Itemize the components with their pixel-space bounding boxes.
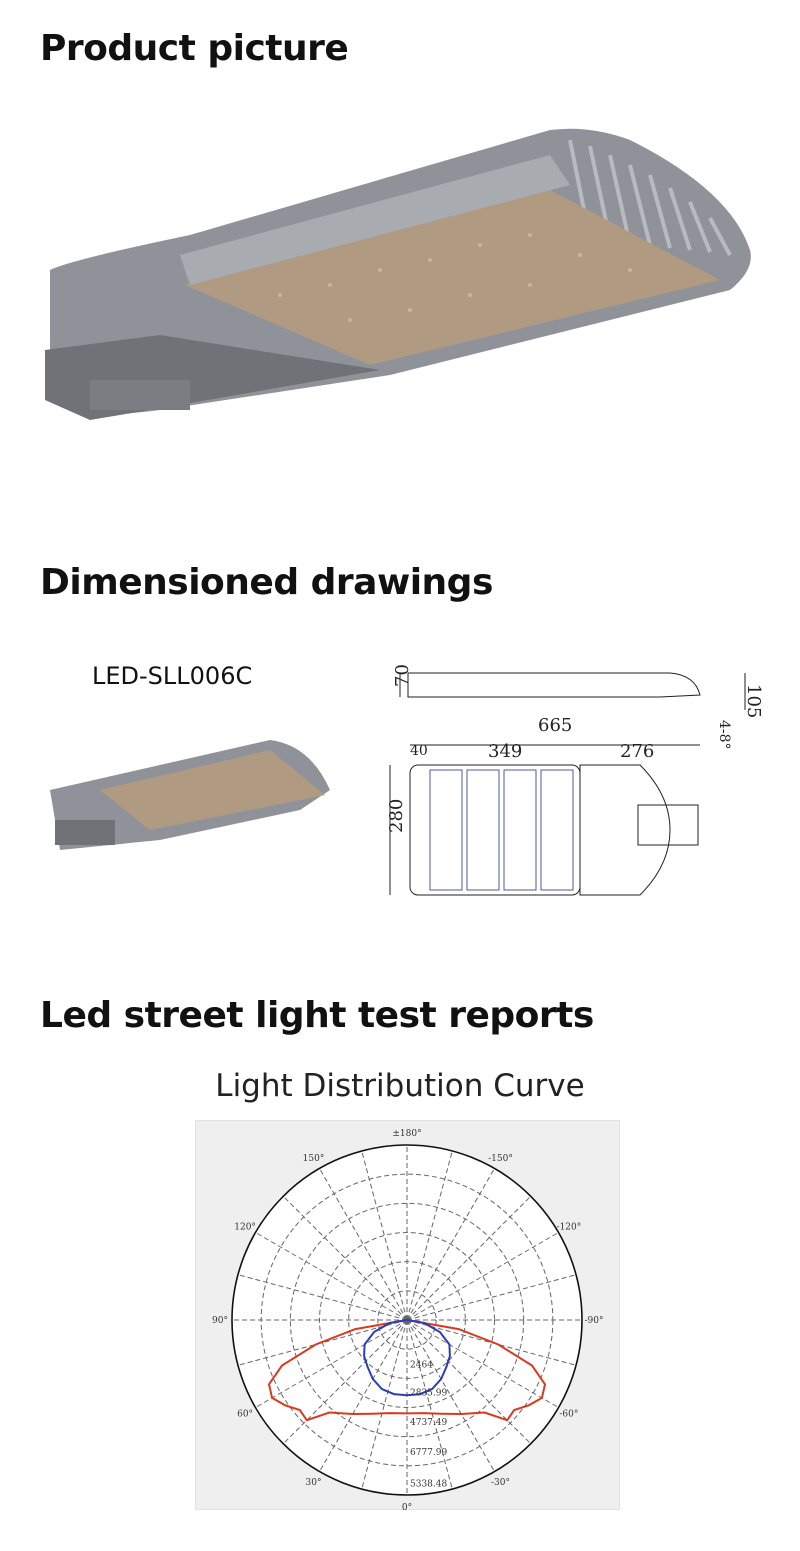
dim-bolt-angle: 4-8° bbox=[716, 720, 732, 750]
dim-width: 280 bbox=[386, 799, 407, 833]
grid-spoke bbox=[406, 1168, 495, 1321]
radial-label: 5338.48 bbox=[410, 1479, 447, 1489]
grid-spoke bbox=[237, 1274, 408, 1321]
grid-spoke bbox=[361, 1319, 408, 1490]
dim-height-side: 70 bbox=[392, 665, 413, 687]
grid-spoke bbox=[255, 1232, 408, 1321]
grid-spoke bbox=[406, 1319, 532, 1445]
dim-height-bracket: 105 bbox=[743, 684, 764, 718]
angle-label: 60° bbox=[237, 1410, 253, 1420]
grid-spoke bbox=[319, 1319, 408, 1472]
drawings-heading: Dimensioned drawings bbox=[40, 562, 493, 603]
series-curve-0 bbox=[267, 1319, 547, 1422]
radial-label: 4737.49 bbox=[410, 1418, 447, 1428]
grid-spoke bbox=[406, 1195, 532, 1321]
dim-total-length: 665 bbox=[538, 715, 572, 736]
grid-spoke bbox=[406, 1319, 559, 1408]
angle-label: -120° bbox=[557, 1223, 582, 1233]
grid-spoke bbox=[319, 1168, 408, 1321]
angle-label: 0° bbox=[402, 1503, 412, 1510]
angle-label: 30° bbox=[306, 1478, 322, 1488]
grid-spoke bbox=[406, 1319, 495, 1472]
grid-ring bbox=[319, 1232, 495, 1408]
grid-spoke bbox=[255, 1319, 408, 1408]
grid-spoke bbox=[361, 1150, 408, 1321]
grid-spoke bbox=[282, 1195, 408, 1321]
angle-label: 90° bbox=[212, 1316, 228, 1326]
angle-label: 120° bbox=[234, 1223, 256, 1233]
dim-segment-b: 349 bbox=[488, 741, 522, 762]
product-photo bbox=[45, 128, 751, 420]
angle-label: -90° bbox=[585, 1316, 604, 1326]
grid-spoke bbox=[406, 1232, 559, 1321]
grid-spoke bbox=[237, 1319, 408, 1366]
radial-label: 6777.99 bbox=[410, 1448, 447, 1458]
dimension-drawing: 70 105 4-8° 665 40 349 276 280 bbox=[386, 665, 764, 896]
light-distribution-chart: ±180° -150° 150° -120° 120° -90° 90° -60° 60° -30… bbox=[195, 1120, 620, 1510]
radial-label: 2835.99 bbox=[410, 1388, 447, 1398]
angle-label: -60° bbox=[559, 1410, 578, 1420]
grid-spoke bbox=[406, 1150, 453, 1321]
grid-spoke bbox=[406, 1319, 577, 1366]
grid-ring bbox=[377, 1290, 437, 1350]
product-thumbnail bbox=[50, 740, 330, 850]
chart-title: Light Distribution Curve bbox=[215, 1068, 585, 1104]
angle-label: -30° bbox=[491, 1478, 510, 1488]
product-heading: Product picture bbox=[40, 28, 349, 69]
model-label: LED-SLL006C bbox=[92, 662, 253, 690]
angle-label: 150° bbox=[303, 1154, 325, 1164]
reports-heading: Led street light test reports bbox=[40, 995, 594, 1036]
angle-label: -150° bbox=[488, 1154, 513, 1164]
grid-spoke bbox=[406, 1274, 577, 1321]
angle-label: ±180° bbox=[392, 1129, 421, 1139]
radial-label: 2464 bbox=[410, 1360, 433, 1370]
grid-spoke bbox=[406, 1319, 453, 1490]
series-curve-1 bbox=[363, 1319, 451, 1397]
dim-segment-a: 40 bbox=[410, 743, 428, 759]
grid-spoke bbox=[282, 1319, 408, 1445]
dim-segment-c: 276 bbox=[620, 741, 654, 762]
